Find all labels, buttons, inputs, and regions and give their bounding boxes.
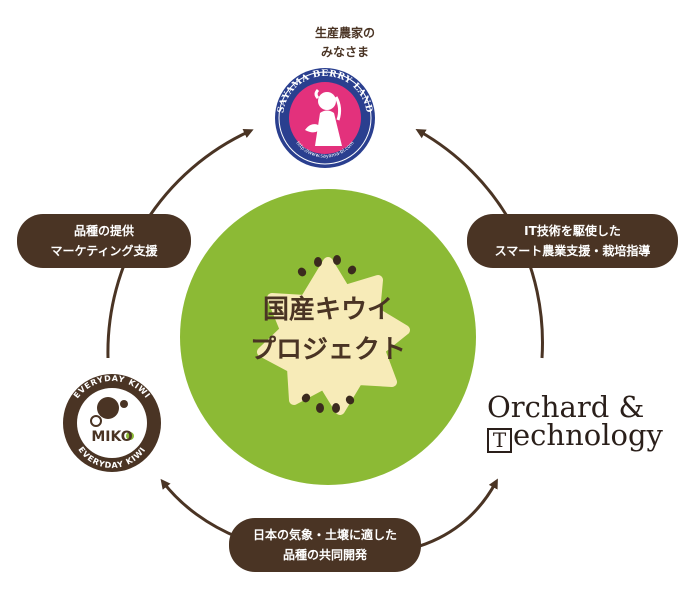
bottom-box-line2: 品種の共同開発 <box>282 548 367 562</box>
miko-name: MIKO <box>91 429 132 445</box>
orchard-logo-line1: Orchard & <box>487 390 645 424</box>
top-label: 生産農家の みなさま <box>250 24 440 62</box>
right-info-box: IT技術を駆使した スマート農業支援・栽培指導 <box>467 214 678 268</box>
kiwi-seeds <box>297 255 357 413</box>
left-box-line1: 品種の提供 <box>73 224 134 238</box>
sayama-berry-land-logo: SAYAMA BERRY LAND http://www.sayama-bl.c… <box>275 68 375 168</box>
right-box-line2: スマート農業支援・栽培指導 <box>494 244 651 258</box>
kiwi-core-shape <box>257 257 410 415</box>
top-label-line1: 生産農家の <box>314 26 375 40</box>
orchard-logo-line2-text: echnology <box>513 418 663 452</box>
bottom-info-box: 日本の気象・土壌に適した 品種の共同開発 <box>229 518 421 572</box>
top-label-line2: みなさま <box>320 45 369 59</box>
miko-logo: EVERYDAY KIWI EVERYDAY KIWI MIKO <box>63 374 161 472</box>
orchard-t-monitor-icon: T <box>487 428 512 453</box>
center-title-line1: 国産キウイ <box>263 294 393 325</box>
bottom-box-line1: 日本の気象・土壌に適した <box>252 528 397 542</box>
left-box-line2: マーケティング支援 <box>50 244 158 258</box>
center-title-line2: プロジェクト <box>250 335 406 365</box>
right-box-line1: IT技術を駆使した <box>524 224 621 238</box>
left-info-box: 品種の提供 マーケティング支援 <box>17 214 191 268</box>
